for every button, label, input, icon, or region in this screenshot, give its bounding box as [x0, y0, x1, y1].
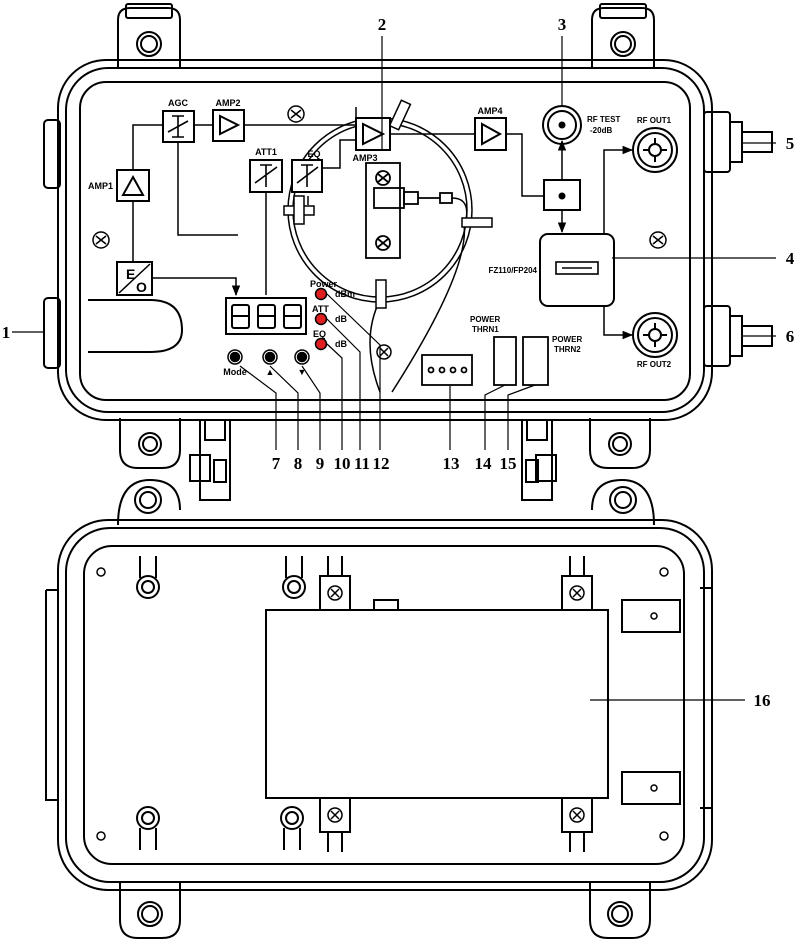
- callout-12: 12: [373, 454, 390, 473]
- button-labels: Mode ▲ ▼: [223, 367, 306, 377]
- callout-7: 7: [272, 454, 281, 473]
- rf-test-level-label: -20dB: [590, 126, 612, 135]
- att-led: [314, 312, 328, 326]
- coupler-module: [543, 179, 581, 211]
- splitter-module: [539, 233, 615, 307]
- eq-module-label: EQ: [307, 149, 320, 159]
- power-connector: [421, 354, 473, 386]
- keypad: [227, 349, 310, 365]
- power-labels: POWER THRN1 POWER THRN2: [470, 315, 582, 354]
- callout-numbers: 1 2 3 4 5 6 7 8 9 10 11 12 13 14 15 16: [2, 15, 795, 710]
- leds: [314, 287, 328, 351]
- att1-label: ATT1: [255, 147, 277, 157]
- down-button-label: ▼: [298, 367, 307, 377]
- screw-icon: [327, 807, 343, 823]
- mode-button-label: Mode: [223, 367, 247, 377]
- lower-screws: [96, 567, 669, 841]
- amp3-label: AMP3: [352, 153, 377, 163]
- leader-lines: [12, 36, 776, 701]
- dbm-unit-label: dBm: [335, 289, 355, 299]
- agc-module: [162, 110, 195, 143]
- callout-8: 8: [294, 454, 303, 473]
- rf-out2-label: RF OUT2: [637, 360, 672, 369]
- down-button[interactable]: [294, 349, 310, 365]
- amp1-label: AMP1: [88, 181, 113, 191]
- amp3-module: [355, 117, 391, 151]
- amp2-label: AMP2: [215, 98, 240, 108]
- amp1-module: [116, 169, 150, 202]
- screw-icon: [92, 231, 110, 249]
- upper-housing: [43, 3, 713, 469]
- callout-16: 16: [754, 691, 771, 710]
- callout-4: 4: [786, 249, 795, 268]
- callout-14: 14: [475, 454, 493, 473]
- power-led-label: Power: [310, 279, 338, 289]
- eq-led-label: EQ: [313, 329, 326, 339]
- callout-3: 3: [558, 15, 567, 34]
- splitter-label: FZ110/FP204: [489, 266, 538, 275]
- callout-9: 9: [316, 454, 325, 473]
- rf-test-port: [542, 105, 582, 145]
- upper-screws: [92, 105, 667, 360]
- callout-10: 10: [334, 454, 351, 473]
- callout-11: 11: [354, 454, 370, 473]
- screw-icon: [287, 105, 305, 123]
- callout-15: 15: [500, 454, 517, 473]
- power-thrn1-label-2: THRN1: [472, 325, 499, 334]
- agc-label: AGC: [168, 98, 189, 108]
- lower-standoffs: [136, 556, 593, 852]
- screw-icon: [376, 344, 392, 360]
- rf-connector-5: [703, 111, 773, 173]
- hinges: [189, 419, 557, 501]
- eq-led: [314, 337, 328, 351]
- up-button[interactable]: [262, 349, 278, 365]
- indicator-labels: Power dBm ATT dB EQ dB: [310, 279, 355, 349]
- fiber-clips: [283, 99, 493, 309]
- module-labels: AGC AMP2 AMP1 ATT1 EQ AMP3 AMP4 E O FZ11…: [88, 98, 672, 369]
- att1-module: [249, 159, 283, 193]
- seven-segment-display: [225, 297, 307, 335]
- amp2-module: [212, 109, 245, 142]
- screw-icon: [649, 231, 667, 249]
- lower-housing: [45, 478, 713, 939]
- att-db-unit-label: dB: [335, 314, 347, 324]
- callout-13: 13: [443, 454, 460, 473]
- rf-test-label: RF TEST: [587, 115, 620, 124]
- screw-icon: [327, 585, 343, 601]
- laser-module: [365, 162, 453, 259]
- amp4-module: [474, 117, 507, 151]
- eo-bottom-label: O: [136, 279, 147, 295]
- att-led-label: ATT: [312, 304, 329, 314]
- eo-top-label: E: [126, 266, 135, 282]
- callout-1: 1: [2, 323, 11, 342]
- rf-out2-port: [632, 312, 678, 358]
- screw-icon: [569, 585, 585, 601]
- mode-button[interactable]: [227, 349, 243, 365]
- eq-db-unit-label: dB: [335, 339, 347, 349]
- callout-2: 2: [378, 15, 387, 34]
- rf-out1-label: RF OUT1: [637, 116, 672, 125]
- power-led: [314, 287, 328, 301]
- eq-module: [291, 159, 323, 193]
- rf-out1-port: [632, 127, 678, 173]
- screw-icon: [569, 807, 585, 823]
- power-thrn-blocks: [493, 336, 549, 386]
- callout-5: 5: [786, 134, 795, 153]
- up-button-label: ▲: [266, 367, 275, 377]
- amp4-label: AMP4: [477, 106, 502, 116]
- eo-converter: [116, 261, 153, 296]
- callout-6: 6: [786, 327, 795, 346]
- power-thrn2-label-2: THRN2: [554, 345, 581, 354]
- power-thrn2-label-1: POWER: [552, 335, 582, 344]
- power-thrn1-label-1: POWER: [470, 315, 500, 324]
